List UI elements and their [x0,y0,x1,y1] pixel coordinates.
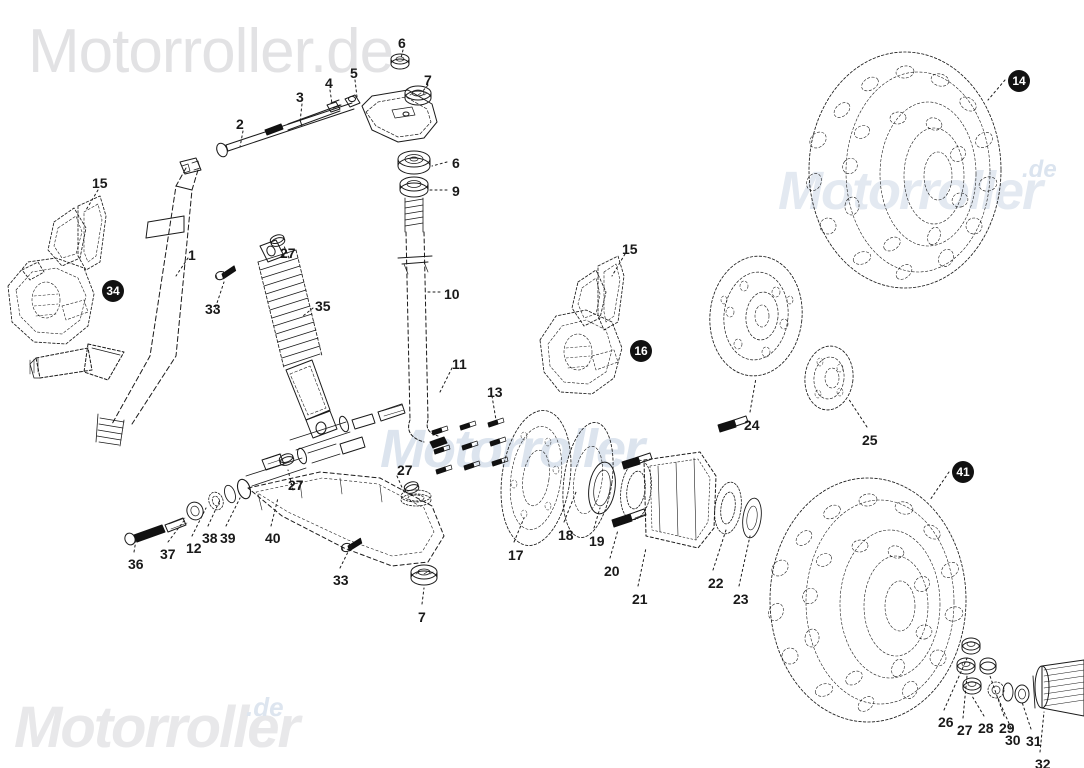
callout-27-axle[interactable]: 27 [957,722,973,738]
callout-36[interactable]: 36 [128,556,144,572]
callout-21[interactable]: 21 [632,591,648,607]
callout-27-arm-right[interactable]: 27 [397,462,413,478]
callout-6-top[interactable]: 6 [398,35,406,51]
callout-9[interactable]: 9 [452,183,460,199]
part-steering-knuckle [397,150,431,233]
callout-33-shock[interactable]: 33 [205,301,221,317]
part-tire-front [806,51,1002,289]
part-brake-pads-left [47,195,107,271]
callout-16[interactable]: 16 [630,340,652,362]
callout-37[interactable]: 37 [160,546,176,562]
callout-30[interactable]: 30 [1005,732,1021,748]
callout-20[interactable]: 20 [604,563,620,579]
callout-19[interactable]: 19 [589,533,605,549]
callout-1[interactable]: 1 [188,247,196,263]
callout-25[interactable]: 25 [862,432,878,448]
part-upper-a-arm [361,53,438,143]
callout-11[interactable]: 11 [452,356,467,372]
callout-22[interactable]: 22 [708,575,724,591]
callout-40[interactable]: 40 [265,530,281,546]
callout-3[interactable]: 3 [296,89,304,105]
part-steering-shaft [397,231,448,449]
callout-13[interactable]: 13 [487,384,503,400]
part-rim-rear [709,255,803,377]
part-lower-a-arm [124,403,445,586]
callout-12[interactable]: 12 [186,540,202,556]
callout-27-arm-left[interactable]: 27 [288,477,304,493]
callout-31[interactable]: 31 [1026,733,1042,749]
callout-2[interactable]: 2 [236,116,244,132]
callout-10[interactable]: 10 [444,286,460,302]
callout-18[interactable]: 18 [558,527,574,543]
part-axle-hardware [956,637,1084,717]
callout-39[interactable]: 39 [220,530,236,546]
callout-32[interactable]: 32 [1035,756,1051,768]
callout-6-bottom[interactable]: 6 [452,155,460,171]
callout-7-bottom[interactable]: 7 [418,609,426,625]
callout-28[interactable]: 28 [978,720,994,736]
part-brake-disc [500,410,572,546]
callout-33-arm[interactable]: 33 [333,572,349,588]
callout-23[interactable]: 23 [733,591,749,607]
part-tie-rod [216,94,361,158]
part-hub-assembly [588,415,762,549]
callout-5[interactable]: 5 [350,65,358,81]
callout-35[interactable]: 35 [315,298,331,314]
callout-4[interactable]: 4 [325,75,333,91]
callout-24[interactable]: 24 [744,417,760,433]
part-brake-caliper-left [7,257,95,345]
part-shock-absorber [214,234,338,439]
callout-7-top[interactable]: 7 [424,72,432,88]
callout-17[interactable]: 17 [508,547,524,563]
callout-29[interactable]: 29 [999,720,1015,736]
callout-15-right[interactable]: 15 [622,241,638,257]
part-brake-shield [562,422,614,538]
part-brake-pads-right [571,255,625,331]
callout-38[interactable]: 38 [202,530,218,546]
callout-15-left[interactable]: 15 [92,175,108,191]
callout-14[interactable]: 14 [1008,70,1030,92]
part-tire-rear [768,477,967,723]
callout-34[interactable]: 34 [102,280,124,302]
callout-26[interactable]: 26 [938,714,954,730]
callout-41[interactable]: 41 [952,461,974,483]
part-fork-tube [29,157,202,447]
part-bolt-set [431,417,509,475]
part-brake-caliper-right [539,309,623,395]
callout-27-shock[interactable]: 27 [280,245,296,261]
part-hub-cover [804,345,854,411]
